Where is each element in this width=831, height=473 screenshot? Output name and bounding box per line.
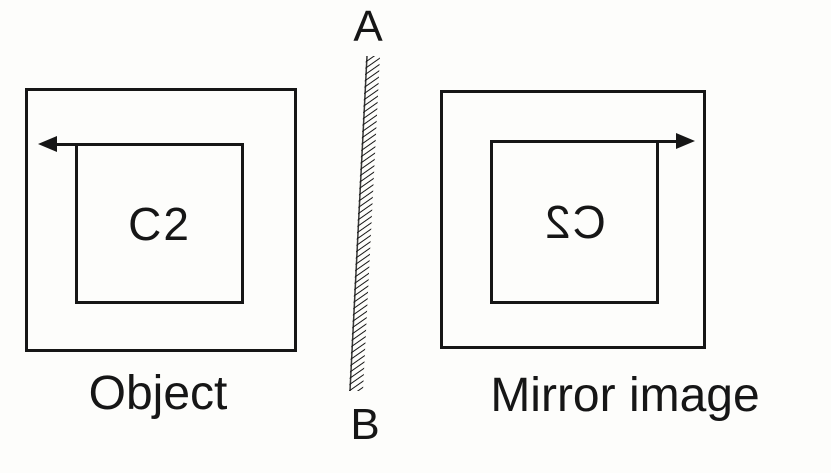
object-arrow-line <box>46 143 80 146</box>
object-outer-square <box>25 88 297 352</box>
object-inner-square: C2 <box>75 143 244 304</box>
mirror-text: C2 <box>543 196 606 248</box>
object-text: C2 <box>128 197 191 250</box>
mirror-caption: Mirror image <box>490 369 760 422</box>
mirror-arrowhead-right-icon <box>676 133 695 149</box>
mirror-inner-square: C2 <box>490 140 659 304</box>
mirror-top-label: A <box>353 2 383 51</box>
mirror-outer-square <box>440 90 706 349</box>
object-arrowhead-left-icon <box>38 136 57 152</box>
mirror-bottom-label: B <box>350 400 380 449</box>
mirror-arrow-line <box>654 140 678 143</box>
object-caption: Object <box>88 367 228 420</box>
